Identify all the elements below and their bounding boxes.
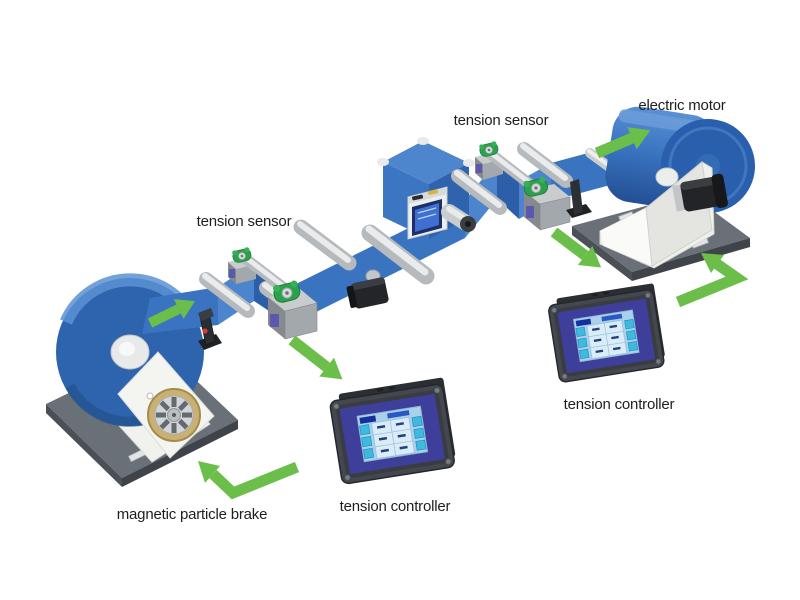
label-tension-controller-center: tension controller (340, 498, 451, 515)
load-cell-label (270, 314, 279, 327)
load-cell-label (476, 164, 482, 173)
web-edge-sensor (198, 308, 222, 350)
unwinder-assembly (46, 273, 238, 487)
tension-controller-1 (329, 377, 456, 485)
label-tension-sensor-left: tension sensor (197, 213, 292, 230)
bezel-screws (551, 292, 662, 380)
controller-buttons-right (411, 415, 427, 451)
nip-roller (361, 224, 435, 285)
motor-end-cap (711, 173, 728, 209)
drive-motor (346, 277, 389, 309)
pillow-block-bearing (479, 141, 499, 157)
green-arrow-web-direction-wind (594, 127, 651, 159)
magnetic-particle-brake-disc (147, 388, 201, 442)
corner-cap (377, 158, 389, 166)
green-arrow-sensor1-to-controller1 (288, 335, 343, 380)
load-cell-label (526, 206, 534, 218)
labels: tension sensor tension sensor electric m… (117, 97, 726, 523)
printer-slot (412, 194, 424, 201)
stand-screw (146, 392, 154, 400)
controller-logo (359, 415, 377, 424)
idler-roller (199, 272, 255, 318)
winder-base-plate-side-left (572, 226, 632, 281)
controller-buttons-right (624, 319, 639, 352)
unwinder-base-plate-side-left (46, 404, 122, 487)
tension-controller-2 (548, 283, 665, 383)
green-arrow-controller2-to-motor (675, 253, 749, 308)
label-tension-sensor-right: tension sensor (454, 112, 549, 129)
idler-roller (517, 142, 573, 188)
idler-roller (293, 219, 357, 271)
corner-cap (417, 137, 429, 145)
controller-logo (575, 318, 592, 327)
load-cell-label (229, 269, 235, 278)
winder-stand-front (600, 208, 652, 266)
green-arrow-web-direction-unwind (147, 299, 195, 328)
unwinder-base-plate-side (122, 420, 238, 487)
printer-head-cylinder (441, 204, 476, 232)
electric-motor-unit (672, 173, 728, 212)
printer-slot-gold (427, 189, 439, 195)
corner-cap (463, 159, 475, 167)
pillow-block-bearing (232, 247, 252, 263)
tension-sensor-station-1 (199, 247, 318, 340)
idler-roller (451, 169, 507, 215)
controller-buttons-left (359, 424, 375, 459)
label-electric-motor: electric motor (638, 97, 725, 114)
bezel-screws (333, 387, 452, 481)
winder-base-plate-side (632, 238, 750, 281)
label-tension-controller-right: tension controller (564, 396, 675, 413)
green-arrow-sensor2-to-controller2 (550, 227, 602, 268)
unwind-roll-hub-core (119, 342, 135, 356)
label-magnetic-particle-brake: magnetic particle brake (117, 506, 267, 523)
tension-sensor-station-2 (451, 141, 573, 231)
wind-roll-shaft (655, 167, 679, 187)
web-guide-post (566, 179, 592, 218)
winder-assembly (594, 106, 755, 269)
printer-screen (415, 203, 439, 232)
inkjet-printer (407, 186, 476, 240)
pillow-block-bearing (523, 176, 549, 197)
green-arrow-controller1-to-brake (198, 461, 300, 500)
controller-buttons-left (575, 326, 590, 360)
pillow-block-bearing (273, 280, 301, 303)
